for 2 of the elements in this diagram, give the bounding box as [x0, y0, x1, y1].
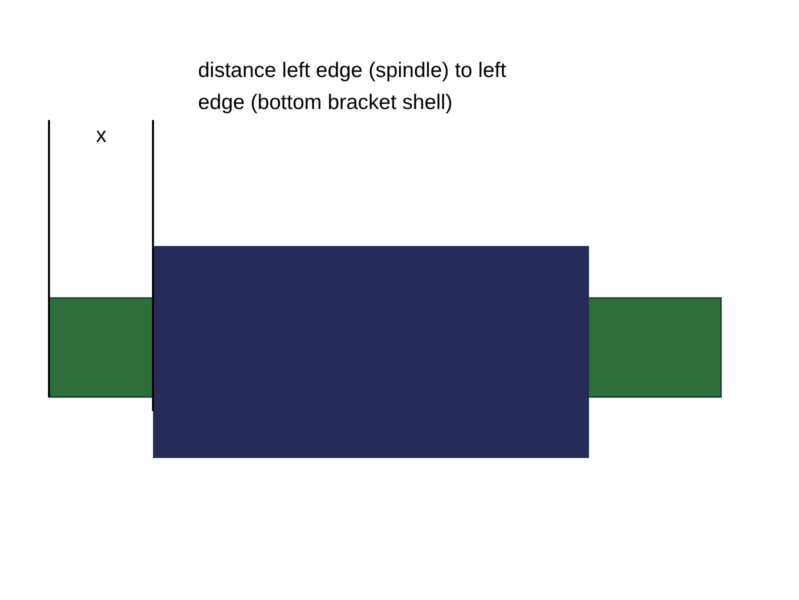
- dimension-label: x: [96, 123, 108, 149]
- annotation-text: distance left edge (spindle) to left edge (bottom bracket shell): [198, 58, 508, 116]
